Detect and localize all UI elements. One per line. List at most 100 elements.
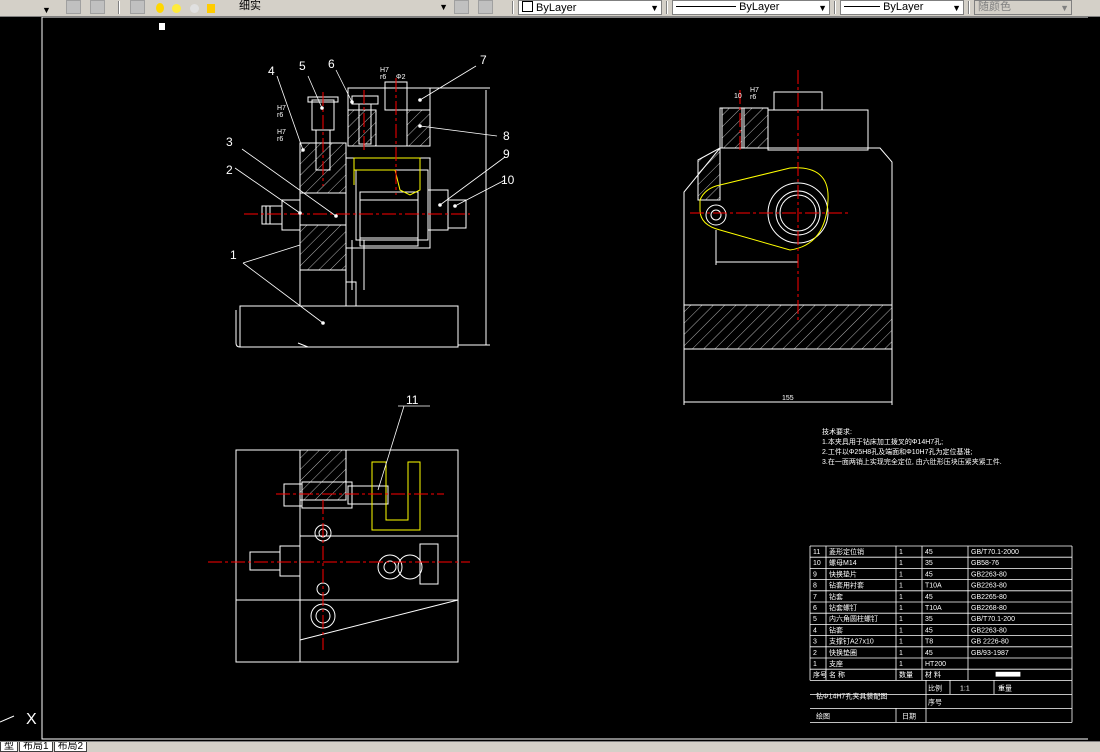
bom-cell: GB58-76	[971, 560, 999, 567]
bom-cell: 6	[813, 605, 817, 612]
bom-cell: 3	[813, 639, 817, 646]
vertical-scrollbar[interactable]	[1088, 17, 1100, 741]
bom-cell: 35	[925, 616, 933, 623]
bom-cell: T10A	[925, 583, 942, 590]
fit-h7-2: H7	[277, 129, 286, 136]
bom-cell: 支撑钉A27x10	[829, 637, 874, 646]
centerlines-top	[208, 493, 470, 650]
bom-cell: GB2263-80	[971, 583, 1007, 590]
layer-previous-icon[interactable]	[90, 0, 105, 14]
fit-r6-1: r6	[277, 112, 283, 119]
bom-cell: GB/T70.1-2000	[971, 549, 1019, 556]
fit-r6-3: r6	[380, 74, 386, 81]
bom-cell: 1	[899, 583, 903, 590]
bom-cell: 7	[813, 594, 817, 601]
balloon-10: 10	[501, 173, 515, 187]
layer-previous-2-icon[interactable]	[478, 0, 493, 14]
balloon-6: 6	[328, 57, 335, 71]
bom-cell: GB2263-80	[971, 627, 1007, 634]
bom-cell: 45	[925, 571, 933, 578]
layer-gear-icon[interactable]	[66, 0, 81, 14]
balloon-labels: 1 2 3 4 5 6 7 8 9 10 11	[226, 53, 515, 407]
workpiece-top	[371, 461, 421, 531]
balloon-7: 7	[480, 53, 487, 67]
lineweight-combo[interactable]: ByLayer ▼	[840, 0, 964, 15]
fit-annotations: H7 r6 H7 r6 H7 r6	[277, 67, 389, 143]
balloon-8: 8	[503, 129, 510, 143]
date-label: 日期	[902, 712, 916, 720]
bom-cell: 支座	[829, 659, 843, 668]
bom-cell: HT200	[925, 661, 946, 668]
bom-header-cell: 材 料	[925, 670, 941, 679]
bom-cell: 1	[899, 594, 903, 601]
bom-header-cell: 数量	[899, 670, 913, 679]
bom-cell: 1	[813, 661, 817, 668]
bom-cell: 1	[899, 616, 903, 623]
bom-cell: 1	[899, 605, 903, 612]
side-view	[683, 91, 893, 405]
chevron-down-icon: ▼	[1060, 3, 1069, 13]
bom-cell: 内六角圆柱螺钉	[829, 614, 878, 623]
bom-cell: 45	[925, 627, 933, 634]
bom-cell: T8	[925, 639, 933, 646]
balloon-2: 2	[226, 163, 233, 177]
bom-cell: GB/T70.1-200	[971, 616, 1015, 623]
bom-cell: GB2268-80	[971, 605, 1007, 612]
bom-cell: 1	[899, 549, 903, 556]
layer-combo[interactable]: 细实 ▼	[239, 0, 448, 12]
dim-155: 155	[782, 395, 794, 402]
fit-h7-3: H7	[380, 67, 389, 74]
bom-cell: 1	[899, 650, 903, 657]
properties-toolbar: ▼ 细实 ▼ ByLayer ▼ ByLayer ▼ ByLayer ▼ 随颜色…	[0, 0, 1100, 31]
color-combo[interactable]: ByLayer ▼	[518, 0, 662, 15]
leader-dots	[298, 98, 457, 325]
bom-cell: T10A	[925, 605, 942, 612]
chevron-down-icon: ▼	[650, 3, 659, 13]
tech-req-title: 技术要求:	[822, 427, 852, 436]
balloon-5: 5	[299, 59, 306, 73]
color-square-icon	[158, 22, 166, 31]
filled-bar	[995, 671, 1021, 677]
make-current-layer-icon[interactable]	[454, 0, 469, 14]
bom-cell: 螺母M14	[829, 558, 857, 567]
line-sample-icon	[676, 6, 736, 7]
color-swatch-icon	[522, 1, 533, 12]
chevron-down-icon: ▼	[952, 3, 961, 13]
sun-icon	[172, 4, 182, 13]
bom-cell: 5	[813, 616, 817, 623]
bom-cell: 1	[899, 627, 903, 634]
bom-cell: 2	[813, 650, 817, 657]
bom-cell: 45	[925, 549, 933, 556]
bom-header-cell: 名 称	[829, 670, 845, 679]
plotstyle-combo[interactable]: 随颜色 ▼	[974, 0, 1072, 15]
bom-cell: 11	[813, 549, 820, 556]
bom-table	[809, 545, 1073, 723]
drawing-canvas[interactable]: 1 2 3 4 5 6 7 8 9 10 11 H7 r6 H7 r6 H7 r…	[0, 17, 1100, 741]
layer-manager-icon[interactable]	[130, 0, 145, 14]
balloon-4: 4	[268, 64, 275, 78]
bom-cell: 4	[813, 627, 817, 634]
top-view	[235, 449, 459, 663]
linetype-combo[interactable]: ByLayer ▼	[672, 0, 830, 15]
bom-cell: GB2265-80	[971, 594, 1007, 601]
bom-cell: 快换垫圈	[829, 648, 857, 657]
drawn-label: 绘图	[816, 711, 830, 720]
front-view	[235, 81, 490, 348]
dropdown-arrow-icon[interactable]: ▼	[42, 5, 51, 15]
bom-cell: GB 2226-80	[971, 639, 1009, 646]
side-dims: 10 H7 r6 155 Φ2	[396, 74, 794, 402]
chevron-down-icon: ▼	[439, 2, 448, 12]
fit-h7-1: H7	[277, 105, 286, 112]
tech-req-line-1: 1.本夹具用于钻床加工拨叉的Φ14H7孔;	[822, 437, 943, 446]
scale-label: 比例	[928, 683, 942, 692]
bulb-icon	[156, 3, 164, 13]
workpiece-side	[699, 167, 829, 251]
dim-phi: Φ2	[396, 74, 406, 81]
bom-cell: 钻套用衬套	[829, 581, 864, 590]
layer-state-icons[interactable]	[156, 0, 226, 31]
leader-lines-top	[377, 405, 430, 491]
scale-value: 1:1	[960, 685, 970, 692]
bom-cell: 1	[899, 571, 903, 578]
bom-cell: 9	[813, 571, 817, 578]
